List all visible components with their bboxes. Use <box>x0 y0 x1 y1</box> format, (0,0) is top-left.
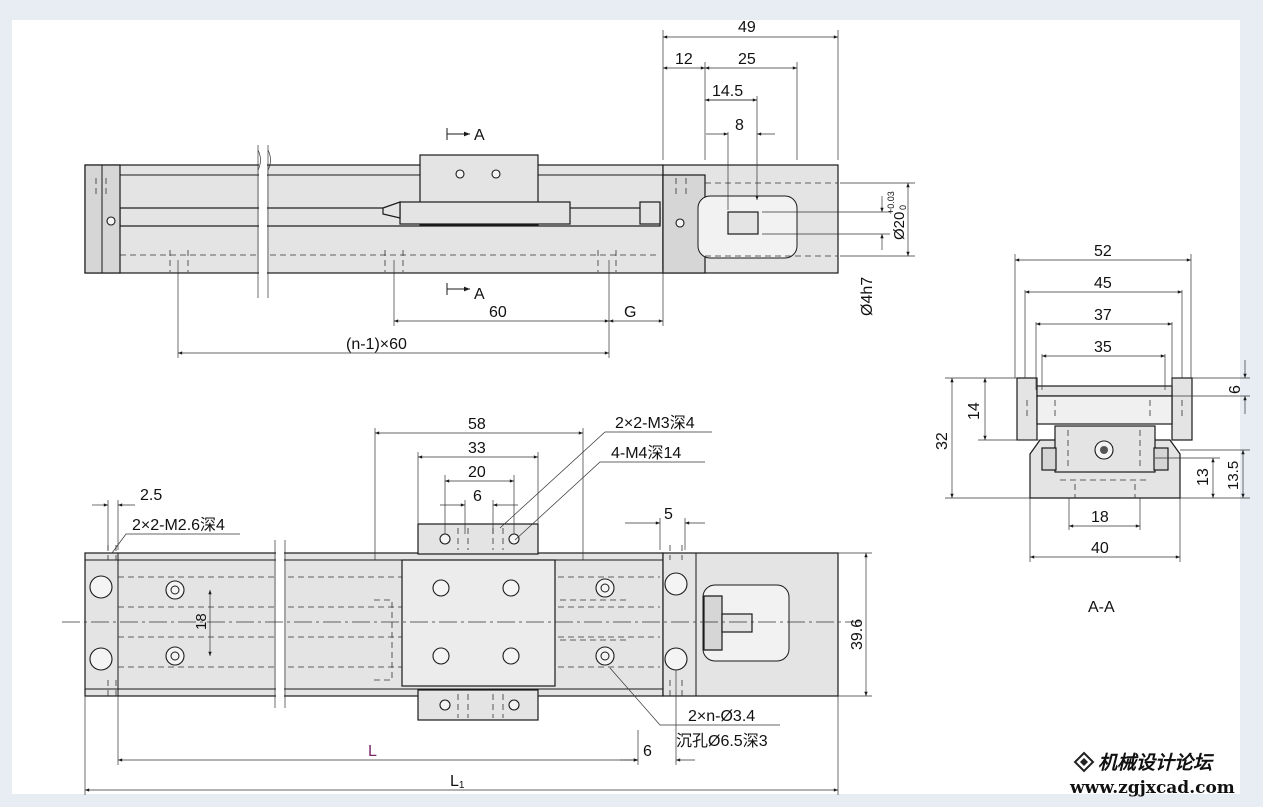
counterbore-holes <box>165 578 630 681</box>
break-line <box>274 540 286 708</box>
callout-holes-3-4: 2×n-Ø3.4 <box>688 708 755 725</box>
dim-32: 32 <box>934 432 951 450</box>
block-screw-icon <box>491 169 501 179</box>
dim-14: 14 <box>966 402 983 420</box>
dim-60: 60 <box>489 304 507 321</box>
front-bottom-dims: L 6 L1 <box>84 670 839 795</box>
dim-45: 45 <box>1094 275 1112 292</box>
m4-hole-icon <box>432 579 450 597</box>
dim-14-5: 14.5 <box>712 83 743 100</box>
dim-phi20: Ø20 <box>891 212 908 240</box>
m4-hole-icon <box>502 647 520 665</box>
dim-phi20-tol: +0.03 <box>886 191 896 214</box>
dim-6-bottom: 6 <box>643 743 652 760</box>
dim-8: 8 <box>735 117 744 134</box>
callout-m4-depth14: 4-M4深14 <box>611 444 681 462</box>
dim-33: 33 <box>468 440 486 457</box>
m4-hole-icon <box>432 647 450 665</box>
dim-G: G <box>624 304 636 321</box>
front-rail-body <box>84 552 664 697</box>
top-hidden-holes <box>169 250 617 272</box>
dim-2-5: 2.5 <box>140 487 162 504</box>
dim-12: 12 <box>675 51 693 68</box>
m3-screw-icon <box>439 533 451 545</box>
dim-58: 58 <box>468 416 486 433</box>
watermark: 机械设计论坛 www.zgjxcad.com <box>1069 751 1235 798</box>
m3-screw-icon <box>439 699 451 711</box>
section-caption: A-A <box>1088 599 1115 616</box>
front-top-dims: 58 33 20 6 2.5 5 <box>92 416 705 560</box>
dim-25: 25 <box>738 51 756 68</box>
callout-m26-depth4: 2×2-M2.6深4 <box>132 516 225 534</box>
dim-6-section: 6 <box>1227 385 1244 394</box>
watermark-brand: 机械设计论坛 <box>1098 752 1215 774</box>
dim-n-minus-1-times-60: (n-1)×60 <box>346 336 407 353</box>
dim-L: L <box>368 743 377 760</box>
watermark-logo-icon <box>1073 751 1095 773</box>
front-view: 58 33 20 6 2.5 5 2×2-M3深4 4-M4深14 2×2-M2… <box>62 414 872 795</box>
dim-39-6: 39.6 <box>849 619 866 650</box>
dim-20: 20 <box>468 464 486 481</box>
front-carriage <box>401 559 556 687</box>
callout-m3-depth4: 2×2-M3深4 <box>615 414 695 432</box>
front-callouts: 2×2-M3深4 4-M4深14 2×2-M2.6深4 2×n-Ø3.4 沉孔Ø… <box>111 414 780 750</box>
m3-screw-icon <box>508 533 520 545</box>
top-view: A A 49 12 25 14.5 8 Ø20 +0.03 <box>84 19 915 358</box>
break-line <box>257 145 269 298</box>
dim-phi20-tol0: 0 <box>898 205 908 210</box>
dim-L1: L1 <box>450 773 465 791</box>
dim-40: 40 <box>1091 540 1109 557</box>
callout-counterbore: 沉孔Ø6.5深3 <box>676 732 768 750</box>
dim-5: 5 <box>664 506 673 523</box>
dim-13: 13 <box>1195 468 1212 486</box>
block-screw-icon <box>455 169 465 179</box>
watermark-url: www.zgjxcad.com <box>1069 778 1235 798</box>
dim-phi4h7: Ø4h7 <box>859 277 876 316</box>
top-dimensions: 49 12 25 14.5 8 <box>662 19 839 210</box>
dim-6-top: 6 <box>473 488 482 505</box>
dim-18-front: 18 <box>193 613 210 630</box>
dim-49: 49 <box>738 19 756 36</box>
end-hole-icon <box>89 575 113 599</box>
top-right-diameter-dims: Ø20 +0.03 0 Ø4h7 <box>762 182 915 316</box>
section-mark-A-bottom: A <box>474 286 485 303</box>
end-hole-icon <box>89 647 113 671</box>
dim-13-5: 13.5 <box>1225 461 1242 490</box>
dim-18-section: 18 <box>1091 509 1109 526</box>
m3-screw-icon <box>508 699 520 711</box>
end-hole-icon <box>664 572 688 596</box>
section-mark-A-top: A <box>474 127 485 144</box>
end-hole-icon <box>664 647 688 671</box>
top-bottom-dims: 60 G (n-1)×60 <box>177 260 664 358</box>
dim-37: 37 <box>1094 307 1112 324</box>
dim-35: 35 <box>1094 339 1112 356</box>
dim-52: 52 <box>1094 243 1112 260</box>
section-view-A-A: 52 45 37 35 32 14 6 13 13.5 18 40 <box>934 243 1250 616</box>
section-dims: 52 45 37 35 32 14 6 13 13.5 18 40 <box>934 243 1250 562</box>
m4-hole-icon <box>502 579 520 597</box>
